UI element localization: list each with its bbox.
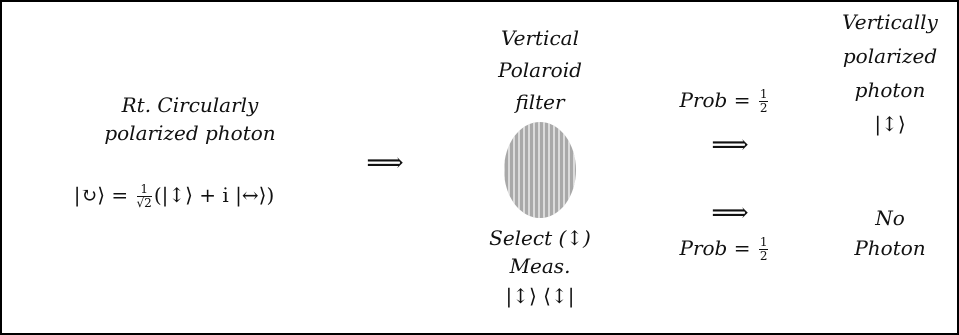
filter-label-line3: filter xyxy=(515,90,565,114)
filter-label-line1: Vertical xyxy=(501,26,579,50)
polaroid-filter-icon xyxy=(504,122,576,218)
lower-output-line2: Photon xyxy=(854,236,926,260)
upper-output-ket: |↕⟩ xyxy=(874,112,906,136)
source-state-equation: |↻⟩ = 1√2(|↕⟩ + i |↔⟩) xyxy=(14,183,334,210)
source-label-line2: polarized photon xyxy=(104,121,276,145)
source-label-line1: Rt. Circularly xyxy=(121,93,259,117)
upper-output-line2: polarized xyxy=(842,44,938,68)
lower-output-line1: No xyxy=(875,206,905,230)
filter-label-line2: Polaroid xyxy=(498,58,582,82)
filter-meas: Meas. xyxy=(509,254,571,278)
state-fraction: 1√2 xyxy=(136,182,152,210)
lower-arrow: ⟹ xyxy=(711,198,749,228)
upper-arrow: ⟹ xyxy=(711,130,749,160)
upper-output-line3: photon xyxy=(854,78,926,102)
state-lhs: |↻⟩ = xyxy=(73,182,135,207)
upper-output-line1: Vertically xyxy=(842,10,938,34)
main-arrow: ⟹ xyxy=(366,148,404,178)
filter-projector: |↕⟩ ⟨↕| xyxy=(505,284,575,308)
state-rhs: (|↕⟩ + i |↔⟩) xyxy=(153,182,275,207)
filter-select: Select (↕) xyxy=(489,226,591,250)
